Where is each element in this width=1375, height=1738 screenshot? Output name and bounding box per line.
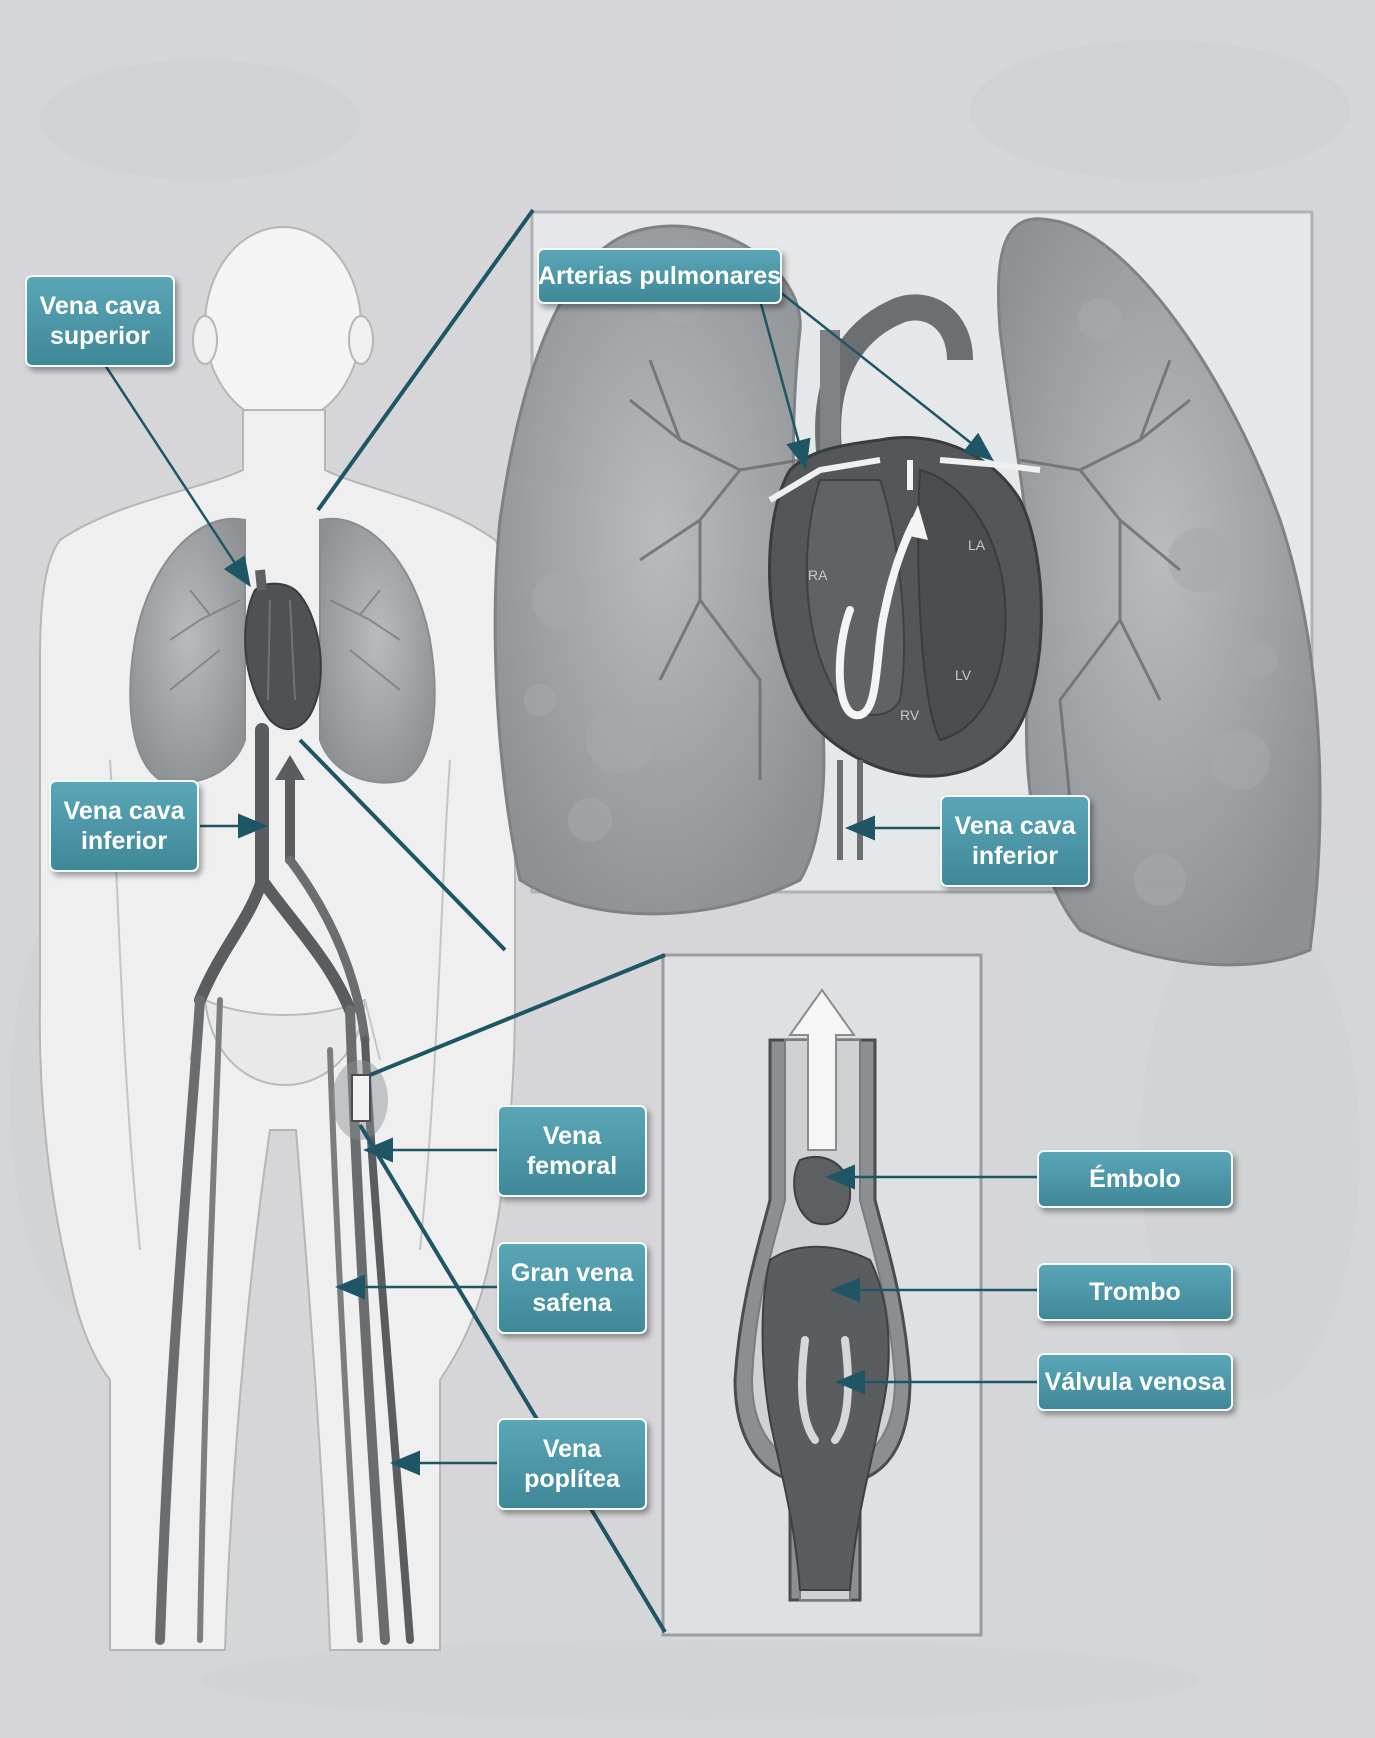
lv-mark: LV xyxy=(955,667,972,683)
label-line: Vena cava xyxy=(40,291,161,321)
label-line: poplítea xyxy=(524,1464,620,1494)
label-line: femoral xyxy=(527,1151,617,1181)
label-vena-cava-superior: Vena cava superior xyxy=(25,275,175,367)
label-arterias-pulmonares: Arterias pulmonares xyxy=(537,248,782,304)
label-line: inferior xyxy=(972,841,1058,871)
label-line: Trombo xyxy=(1089,1277,1181,1307)
label-line: Émbolo xyxy=(1089,1164,1181,1194)
label-valvula-venosa: Válvula venosa xyxy=(1037,1353,1233,1411)
label-line: Arterias pulmonares xyxy=(538,261,781,291)
superior-vena-cava-vessel xyxy=(260,570,262,590)
label-trombo: Trombo xyxy=(1037,1263,1233,1321)
label-line: Vena xyxy=(543,1434,601,1464)
label-line: Válvula venosa xyxy=(1045,1367,1226,1397)
label-line: Gran vena xyxy=(511,1258,633,1288)
rv-mark: RV xyxy=(900,707,920,723)
lungs-inset: RA LA RV LV xyxy=(495,212,1320,965)
label-line: Vena xyxy=(543,1121,601,1151)
ra-mark: RA xyxy=(808,567,828,583)
label-line: Vena cava xyxy=(64,796,185,826)
thigh-callout-box xyxy=(352,1075,370,1121)
label-gran-vena-safena: Gran vena safena xyxy=(497,1242,647,1334)
label-vena-cava-inferior-body: Vena cava inferior xyxy=(49,780,199,872)
label-embolo: Émbolo xyxy=(1037,1150,1233,1208)
label-line: safena xyxy=(532,1288,611,1318)
la-mark: LA xyxy=(968,537,986,553)
label-vena-femoral: Vena femoral xyxy=(497,1105,647,1197)
label-vena-poplitea: Vena poplítea xyxy=(497,1418,647,1510)
label-line: Vena cava xyxy=(955,811,1076,841)
label-vena-cava-inferior-lungs: Vena cava inferior xyxy=(940,795,1090,887)
label-line: superior xyxy=(50,321,150,351)
label-line: inferior xyxy=(81,826,167,856)
vein-inset xyxy=(663,955,981,1635)
